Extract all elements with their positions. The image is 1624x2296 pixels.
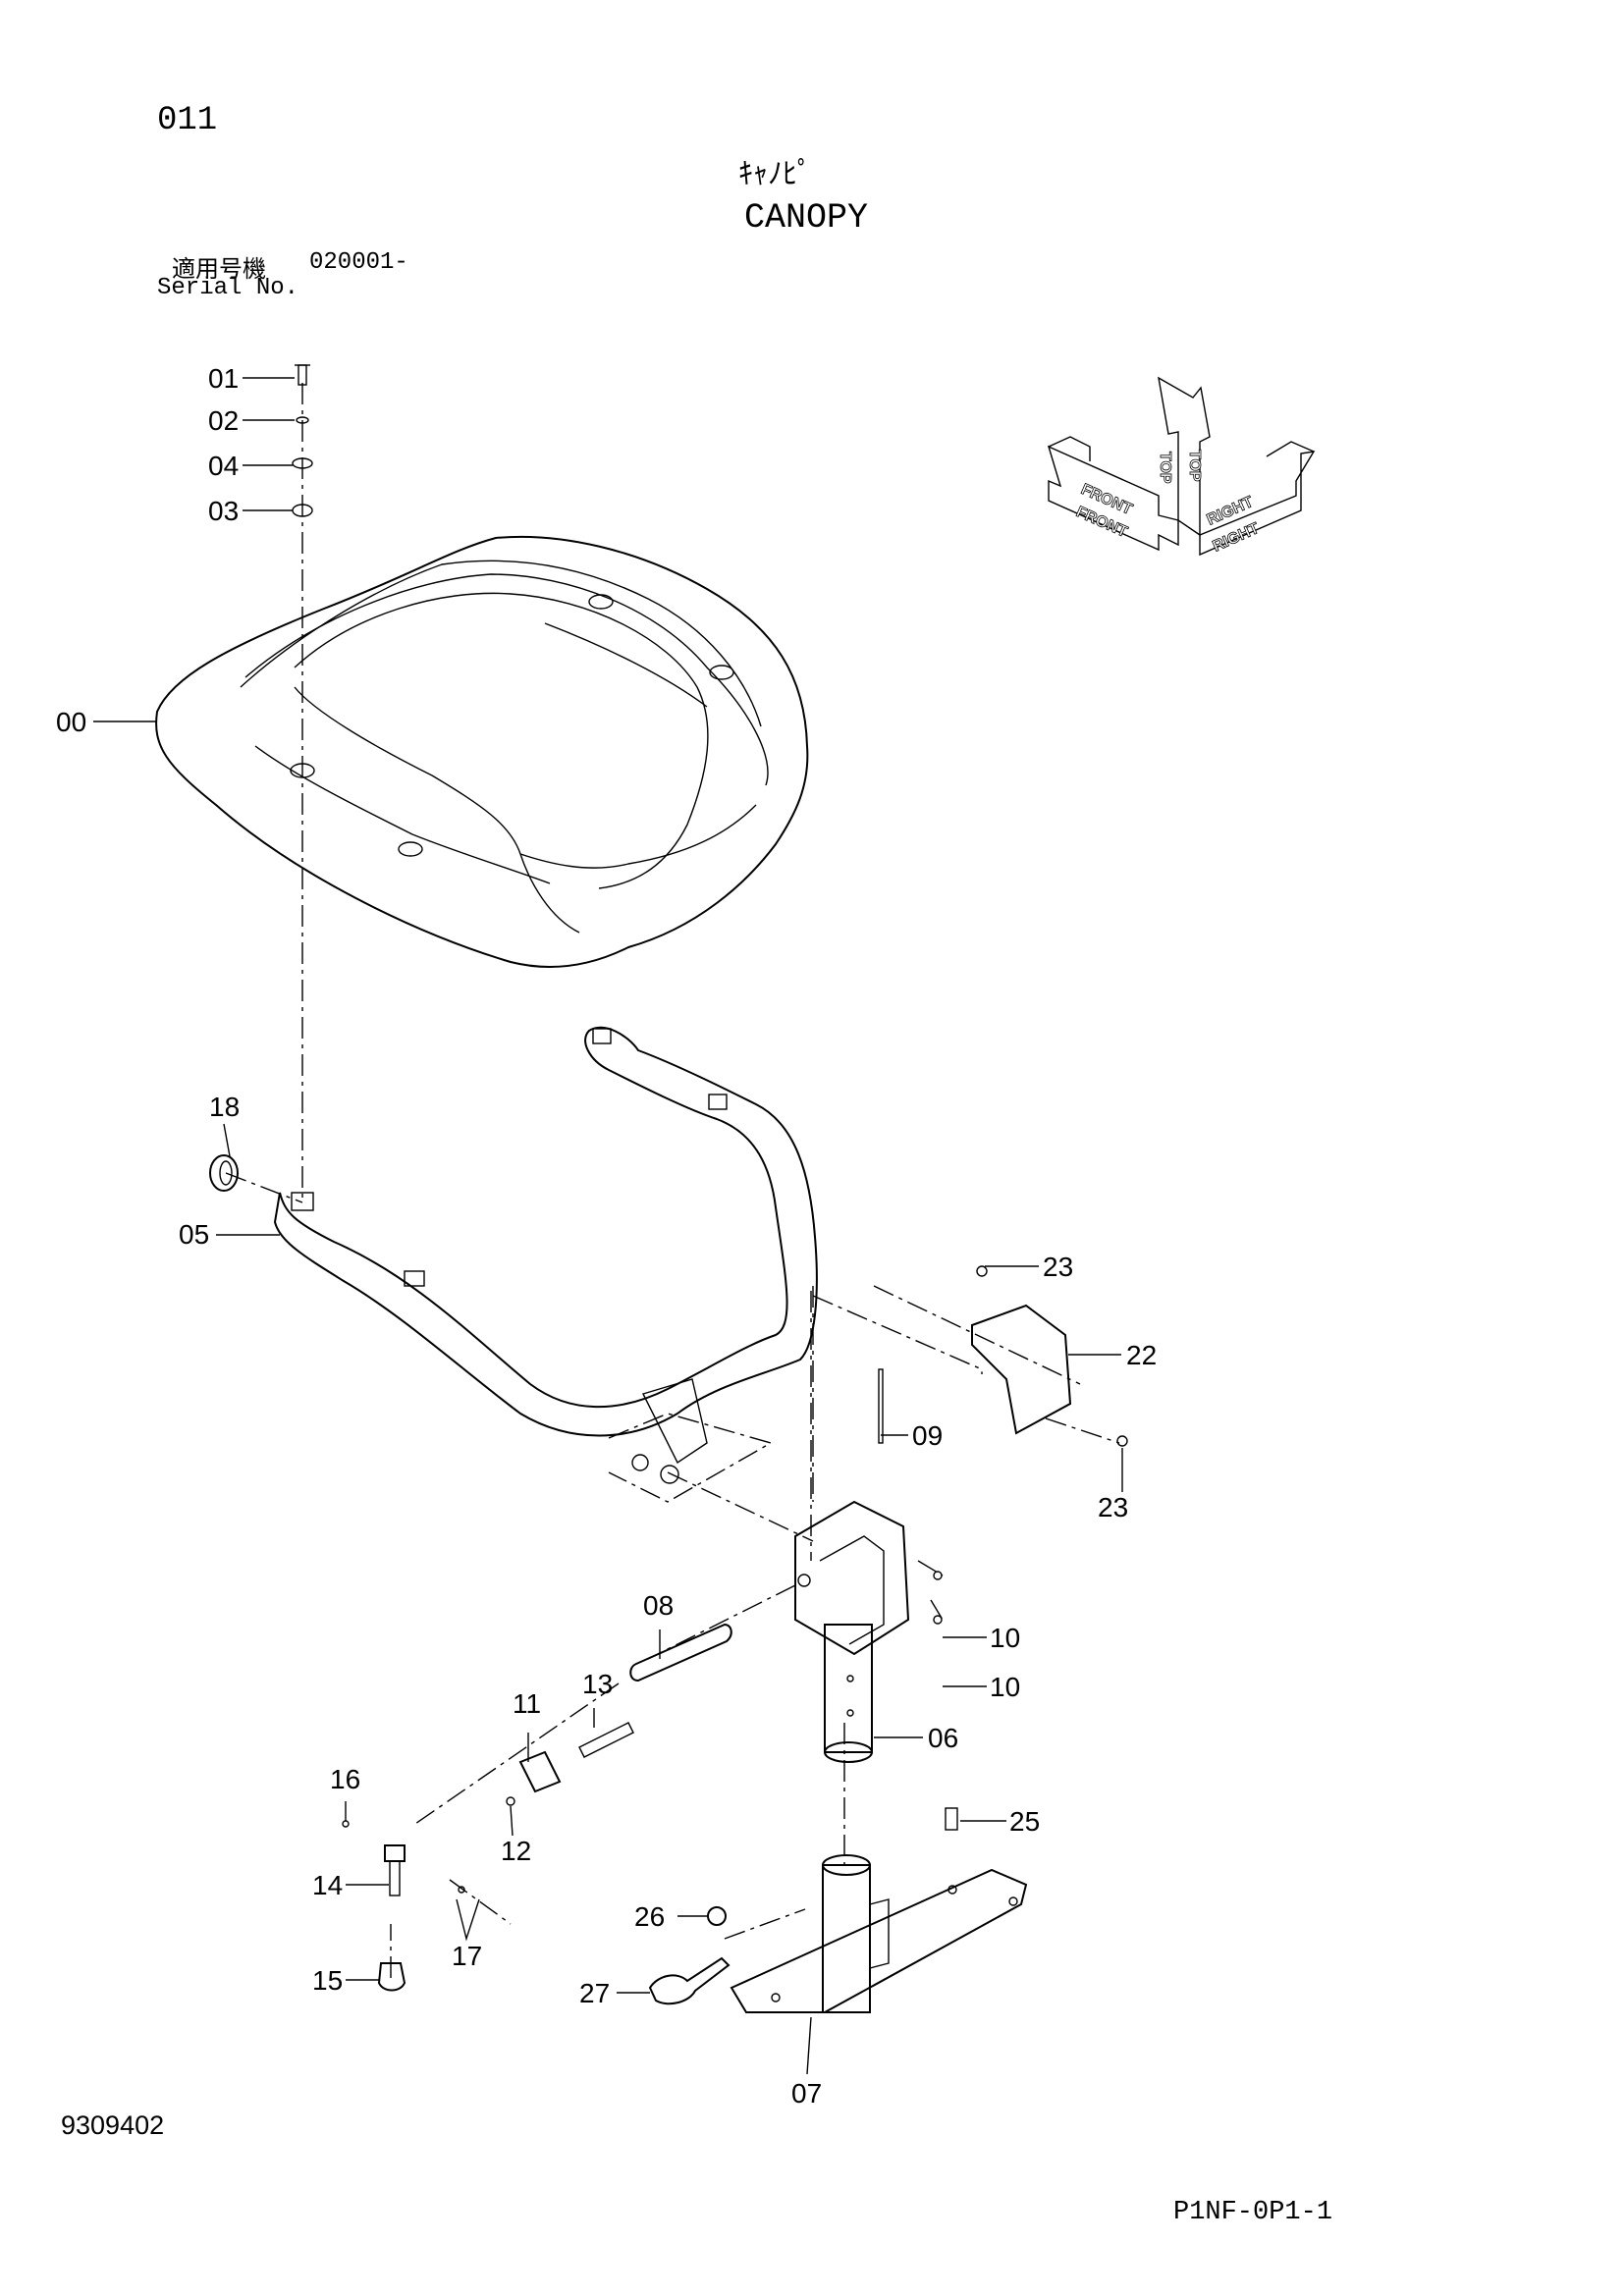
callout-13: 13 bbox=[582, 1669, 613, 1699]
callout-01: 01 bbox=[208, 363, 239, 394]
callout-09: 09 bbox=[912, 1420, 943, 1451]
callout-15: 15 bbox=[312, 1965, 343, 1996]
callout-07: 07 bbox=[791, 2078, 822, 2109]
pin-08 bbox=[629, 1623, 732, 1682]
pin-knob-14-15 bbox=[342, 1820, 480, 1992]
orientation-arrows: FRONT FRONT TOP TOP RIGHT RIGHT bbox=[1047, 376, 1316, 557]
bolt-stack bbox=[292, 364, 313, 517]
title-japanese: ｷｬﾉﾋﾟ bbox=[738, 157, 812, 191]
callout-00: 00 bbox=[56, 707, 86, 737]
post-bracket-06 bbox=[794, 1368, 943, 1763]
callout-08: 08 bbox=[643, 1590, 674, 1621]
document-number: 9309402 bbox=[61, 2110, 165, 2140]
cap-18 bbox=[209, 1154, 239, 1192]
leader-lines bbox=[93, 377, 1123, 2075]
frame-tube bbox=[273, 1026, 818, 1503]
callout-06: 06 bbox=[928, 1723, 958, 1753]
callout-05: 05 bbox=[179, 1219, 209, 1250]
serial-label-english: Serial No. bbox=[157, 275, 299, 301]
callout-03: 03 bbox=[208, 496, 239, 526]
title-english: CANOPY bbox=[744, 198, 869, 238]
callout-18: 18 bbox=[209, 1092, 240, 1122]
callout-11: 11 bbox=[513, 1688, 541, 1719]
top-label-left: TOP bbox=[1157, 452, 1173, 484]
callout-22: 22 bbox=[1126, 1340, 1157, 1370]
callout-12: 12 bbox=[501, 1836, 531, 1866]
callout-23-lower: 23 bbox=[1098, 1492, 1128, 1522]
rod-13-clip-11 bbox=[506, 1722, 634, 1806]
callout-02: 02 bbox=[208, 405, 239, 436]
callout-04: 04 bbox=[208, 451, 239, 481]
callout-26: 26 bbox=[634, 1901, 665, 1932]
page-code: P1NF-0P1-1 bbox=[1173, 2198, 1333, 2227]
callout-23-upper: 23 bbox=[1043, 1252, 1073, 1282]
canopy-roof bbox=[155, 535, 809, 968]
top-label-right: TOP bbox=[1186, 450, 1203, 482]
callout-10-lower: 10 bbox=[990, 1672, 1020, 1702]
serial-number-value: 020001- bbox=[309, 249, 408, 276]
pins-26-27 bbox=[648, 1906, 731, 2005]
callout-27: 27 bbox=[579, 1978, 610, 2008]
page-number: 011 bbox=[157, 102, 218, 139]
callout-16: 16 bbox=[330, 1764, 360, 1794]
callout-25: 25 bbox=[1009, 1806, 1040, 1837]
callout-14: 14 bbox=[312, 1870, 343, 1900]
callout-17: 17 bbox=[452, 1941, 482, 1971]
serial-label-japanese: 適用号機 bbox=[172, 255, 266, 283]
callout-10-upper: 10 bbox=[990, 1623, 1020, 1653]
bracket-22 bbox=[971, 1265, 1128, 1447]
base-plate-07 bbox=[730, 1807, 1028, 2013]
centerlines bbox=[225, 383, 1120, 1978]
